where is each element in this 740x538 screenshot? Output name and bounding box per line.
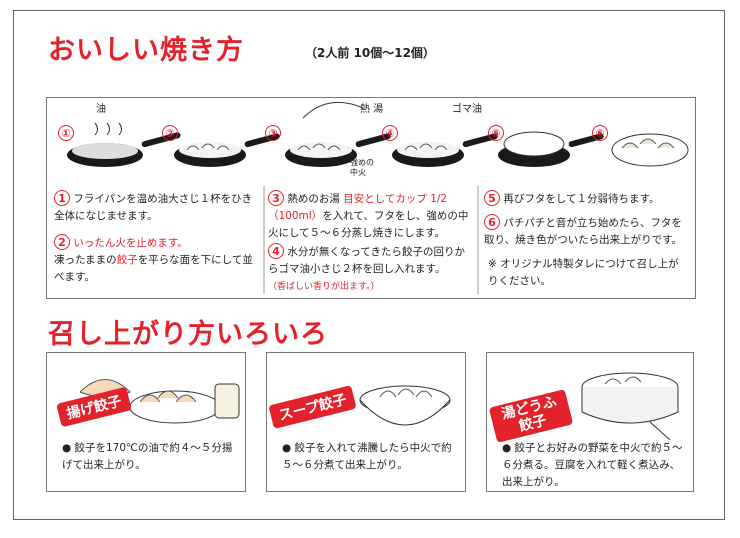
step-3-post: を入れて、フタをし、強めの中火にして５〜６分蒸し焼きにします。 (268, 210, 469, 239)
step-4-note: （香ばしい香りが出ます。） (268, 282, 380, 292)
pan-3 (285, 101, 391, 167)
step-2-lead: いったん火を止めます。 (73, 237, 188, 249)
step-3-highlight: 目安としてカップ 1/2（100ml） (268, 193, 448, 222)
pan-step-3: ③ (265, 125, 281, 141)
step-3-number: 3 (268, 190, 284, 206)
step-2-number: 2 (54, 234, 70, 250)
step-1-number: 1 (54, 190, 70, 206)
oil-label: 油 (96, 104, 106, 115)
step-6-text: パチパチと音が立ち始めたら、フタを取り、焼き色がついたら出来上がりです。 (484, 217, 683, 246)
pan-4 (392, 133, 498, 167)
pan-2 (174, 133, 280, 167)
step-2-text-post: を平らな面を下にして並べます。 (54, 254, 253, 283)
pan-step-6: ⑥ (592, 125, 608, 141)
medium-heat-label: 強めの中火 (350, 158, 374, 177)
step-6: 6 パチパチと音が立ち始めたら、フタを取り、焼き色がついたら出来上がりです。 (484, 214, 689, 249)
step-5-text: 再びフタをして１分弱待ちます。 (503, 193, 660, 205)
soup-dumplings-illustration (359, 385, 451, 426)
pan-step-4: ④ (382, 125, 398, 141)
step-1: 1 フライパンを温め油大さじ１杯をひき全体になじませます。 (54, 190, 254, 225)
step-2: 2 いったん火を止めます。 凍ったままの餃子を平らな面を下にして並べます。 (54, 234, 254, 286)
step-5: 5 再びフタをして１分弱待ちます。 (484, 190, 689, 208)
step-2-highlight: 餃子 (116, 254, 138, 266)
pan-step-5: ⑤ (488, 125, 504, 141)
serving-size: （2人前 10個〜12個） (305, 46, 435, 60)
card-soup-text: 餃子を入れて沸騰したら中火で約５〜６分煮て出来上がり。 (282, 442, 452, 471)
memo: ※ オリジナル特製タレにつけて召し上がりください。 (488, 256, 688, 290)
card-fried-text: 餃子を170℃の油で約４〜５分揚げて出来上がり。 (62, 442, 233, 471)
page-title: おいしい焼き方 (48, 35, 244, 66)
card-fried-text-wrap: ● 餃子を170℃の油で約４〜５分揚げて出来上がり。 (62, 442, 233, 471)
plate-6 (611, 133, 689, 167)
pan-step-1: ① (58, 125, 74, 141)
step-6-number: 6 (484, 214, 500, 230)
step-1-text: フライパンを温め油大さじ１杯をひき全体になじませます。 (54, 193, 253, 222)
pan-1 (67, 122, 181, 167)
step-5-number: 5 (484, 190, 500, 206)
card-soup-text-wrap: ● 餃子を入れて沸騰したら中火で約５〜６分煮て出来上がり。 (282, 442, 452, 471)
card-tofu-text-wrap: ● 餃子とお好みの野菜を中火で約５〜６分煮る。豆腐を入れて軽く煮込み、出来上がり… (502, 442, 683, 488)
pan-step-2: ② (162, 125, 178, 141)
step-4-number: 4 (268, 243, 284, 259)
memo-text: オリジナル特製タレにつけて召し上がりください。 (488, 258, 679, 287)
step-4: 4 水分が無くなってきたら餃子の回りからゴマ油小さじ２杯を回し入れます。 （香ば… (268, 243, 470, 296)
memo-mark: ※ (488, 258, 497, 270)
sesame-oil-label: ゴマ油 (452, 104, 482, 115)
tofu-pot-illustration (581, 372, 679, 441)
serving-title: 召し上がり方いろいろ (48, 319, 328, 350)
pan-5 (498, 131, 604, 167)
step-3-pre: 熱めのお湯 (287, 193, 344, 205)
step-3: 3 熱めのお湯 目安としてカップ 1/2（100ml）を入れて、フタをし、強めの… (268, 190, 470, 242)
step-2-text-pre: 凍ったままの (54, 254, 117, 266)
card-tofu-text: 餃子とお好みの野菜を中火で約５〜６分煮る。豆腐を入れて軽く煮込み、出来上がり。 (502, 442, 683, 488)
hot-water-label: 熱 湯 (360, 104, 384, 115)
steps-panel (46, 97, 696, 299)
step-4-text: 水分が無くなってきたら餃子の回りからゴマ油小さじ２杯を回し入れます。 (268, 246, 466, 275)
